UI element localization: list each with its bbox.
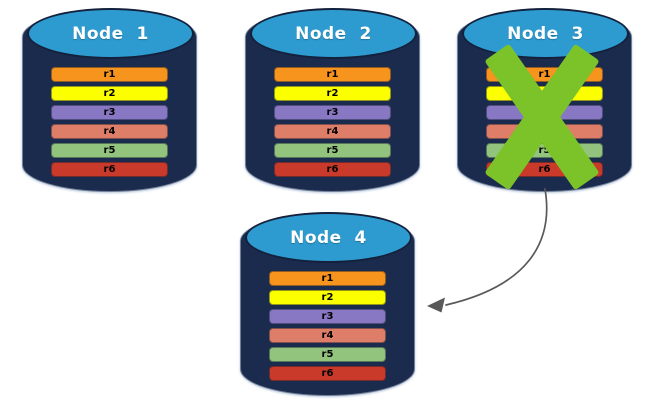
record-r4: r4 (274, 124, 391, 139)
record-r2: r2 (269, 290, 386, 305)
record-r5: r5 (274, 143, 391, 158)
record-r2: r2 (51, 86, 168, 101)
record-list: r1 r2 r3 r4 r5 r6 (274, 67, 391, 181)
record-r6: r6 (486, 162, 603, 177)
record-list: r1 r2 r3 r4 r5 r6 (486, 67, 603, 181)
cylinder-top: Node 4 (245, 212, 412, 263)
node-3: Node 3 r1 r2 r3 r4 r5 r6 (457, 6, 632, 192)
record-r1: r1 (274, 67, 391, 82)
record-r2: r2 (274, 86, 391, 101)
record-r4: r4 (486, 124, 603, 139)
record-r1: r1 (486, 67, 603, 82)
record-r3: r3 (274, 105, 391, 120)
node-1: Node 1 r1 r2 r3 r4 r5 r6 (22, 6, 197, 192)
record-list: r1 r2 r3 r4 r5 r6 (51, 67, 168, 181)
node-2: Node 2 r1 r2 r3 r4 r5 r6 (245, 6, 420, 192)
arrow-curve (445, 188, 548, 306)
record-r5: r5 (51, 143, 168, 158)
arrowhead-icon (427, 297, 445, 313)
record-r5: r5 (486, 143, 603, 158)
cylinder-top: Node 2 (250, 8, 417, 59)
record-r1: r1 (51, 67, 168, 82)
cylinder-top: Node 3 (462, 8, 629, 59)
record-r2: r2 (486, 86, 603, 101)
record-r6: r6 (269, 366, 386, 381)
record-r4: r4 (269, 328, 386, 343)
record-r3: r3 (486, 105, 603, 120)
node-title: Node 1 (72, 23, 149, 44)
record-r3: r3 (51, 105, 168, 120)
record-r3: r3 (269, 309, 386, 324)
record-r5: r5 (269, 347, 386, 362)
record-r6: r6 (51, 162, 168, 177)
cylinder-top: Node 1 (27, 8, 194, 59)
node-title: Node 3 (507, 23, 584, 44)
node-title: Node 2 (295, 23, 372, 44)
record-r1: r1 (269, 271, 386, 286)
record-r6: r6 (274, 162, 391, 177)
record-r4: r4 (51, 124, 168, 139)
node-title: Node 4 (290, 227, 367, 248)
record-list: r1 r2 r3 r4 r5 r6 (269, 271, 386, 385)
node-4: Node 4 r1 r2 r3 r4 r5 r6 (240, 210, 415, 396)
